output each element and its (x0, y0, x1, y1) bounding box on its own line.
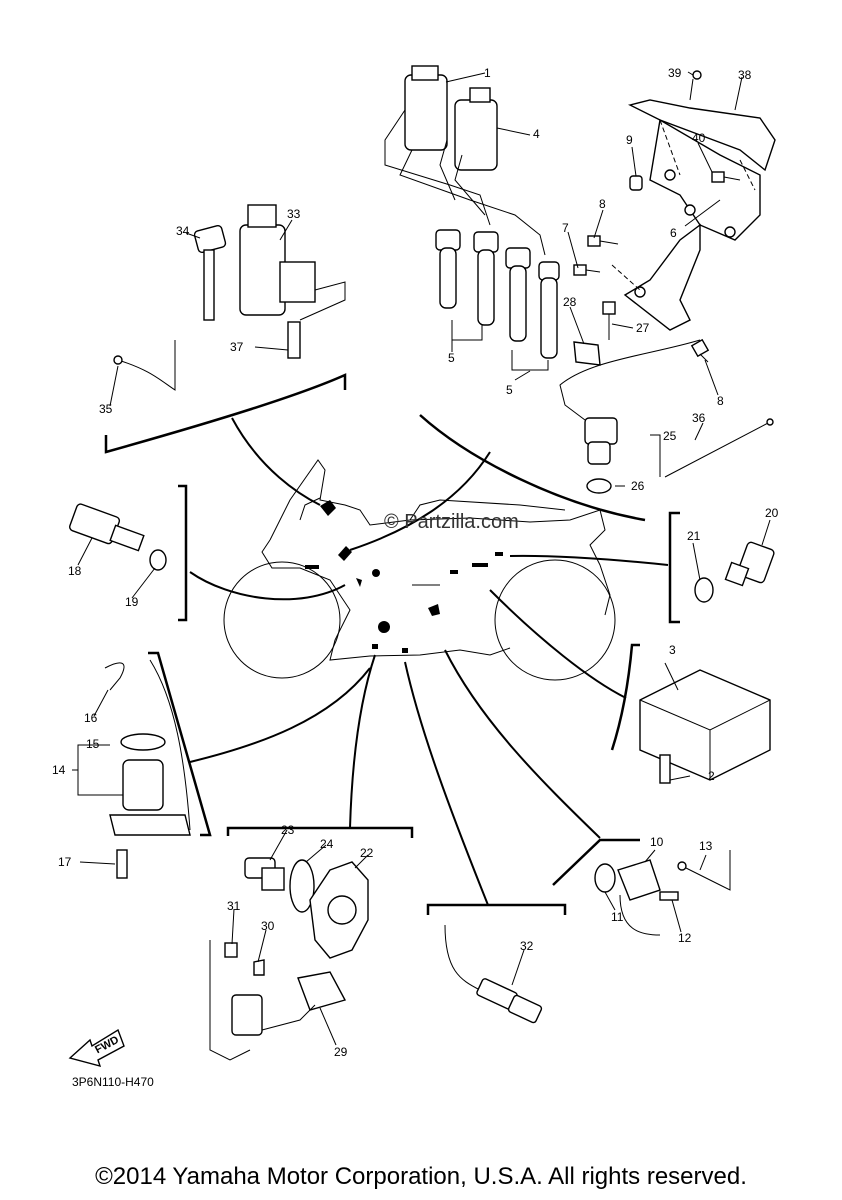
callout-8b: 8 (717, 394, 724, 408)
callout-12: 12 (678, 931, 692, 945)
callout-32: 32 (520, 939, 534, 953)
callout-leaders (72, 71, 771, 1046)
servo-actuator (104, 659, 191, 879)
speed-sensor-group (209, 857, 369, 1061)
ecu-unit (639, 669, 771, 784)
main-switch (113, 204, 346, 391)
callout-40: 40 (692, 131, 706, 145)
gear-position-sensor (594, 850, 731, 936)
callout-23: 23 (281, 823, 295, 837)
pressure-sensor (694, 541, 775, 603)
callout-25: 25 (663, 429, 677, 443)
callout-24: 24 (320, 837, 334, 851)
callout-14: 14 (52, 763, 66, 777)
fwd-arrow-icon: FWD (68, 1028, 125, 1068)
ignition-coils (384, 65, 560, 371)
callout-22: 22 (360, 846, 374, 860)
callout-7: 7 (562, 221, 569, 235)
callout-33: 33 (287, 207, 301, 221)
callout-35: 35 (99, 402, 113, 416)
o2-sensor (444, 924, 543, 1024)
callout-16: 16 (84, 711, 98, 725)
callout-15: 15 (86, 737, 100, 751)
callout-27: 27 (636, 321, 650, 335)
callout-9: 9 (626, 133, 633, 147)
callout-31: 31 (227, 899, 241, 913)
callout-13: 13 (699, 839, 713, 853)
callout-8a: 8 (599, 197, 606, 211)
callout-39: 39 (668, 66, 682, 80)
copyright-notice: ©2014 Yamaha Motor Corporation, U.S.A. A… (95, 1163, 747, 1190)
callout-3: 1 (484, 66, 491, 80)
callout-21: 21 (687, 529, 701, 543)
bracket-assembly (573, 70, 776, 366)
callout-28: 28 (563, 295, 577, 309)
callout-6: 6 (670, 226, 677, 240)
watermark: © Partzilla.com (384, 511, 519, 533)
callout-30: 30 (261, 919, 275, 933)
callout-37: 37 (230, 340, 244, 354)
group-boundaries (104, 373, 680, 915)
callout-36: 36 (692, 411, 706, 425)
leader-lines (189, 417, 669, 906)
callout-34: 34 (176, 224, 190, 238)
callout-17: 17 (58, 855, 72, 869)
callout-10: 10 (650, 835, 664, 849)
callout-11: 11 (611, 910, 624, 924)
crank-sensor (559, 339, 774, 494)
callout-38: 38 (738, 68, 752, 82)
callout-26: 26 (631, 479, 645, 493)
callout-1: 3 (669, 643, 676, 657)
callout-2: 2 (708, 769, 715, 783)
callout-20: 20 (765, 506, 779, 520)
diagram-code: 3P6N110-H470 (72, 1075, 154, 1089)
callout-4: 4 (533, 127, 540, 141)
motorcycle-outline (223, 459, 616, 681)
callout-5a: 5 (448, 351, 455, 365)
callout-18: 18 (68, 564, 82, 578)
callout-19: 19 (125, 595, 139, 609)
callout-5b: 5 (506, 383, 513, 397)
temperature-sensor (69, 503, 167, 571)
callout-29: 29 (334, 1045, 348, 1059)
